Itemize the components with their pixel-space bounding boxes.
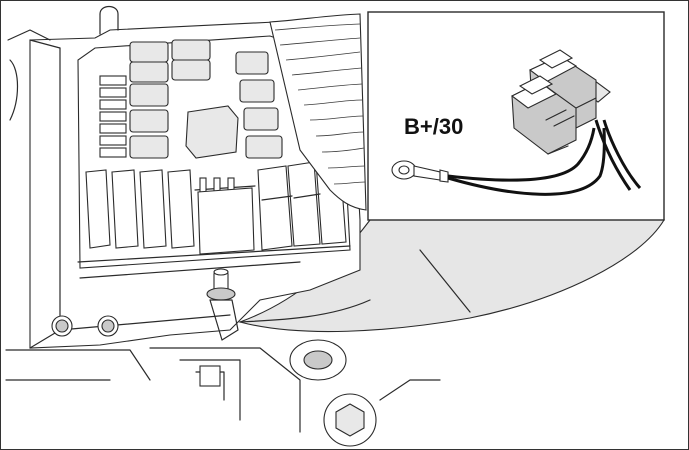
leader-line	[239, 299, 371, 323]
lower-hardware	[5, 249, 471, 447]
corrugated-hose	[269, 13, 367, 211]
callout-label: B+/30	[404, 114, 463, 139]
callout-inset: B+/30	[367, 11, 665, 221]
relay-connector-icon	[510, 49, 611, 155]
battery-stud	[206, 268, 239, 341]
ring-terminal-icon	[391, 160, 449, 183]
relays-bottom-left	[85, 169, 195, 249]
center-relay	[185, 105, 239, 159]
wire-harness	[447, 119, 642, 196]
fuse-box	[29, 21, 361, 349]
blade-fuses-left	[99, 75, 127, 158]
connector-pins	[194, 177, 256, 255]
mini-fuses-top	[129, 39, 283, 159]
mounting-bolts	[51, 315, 119, 337]
top-brackets	[7, 5, 119, 121]
